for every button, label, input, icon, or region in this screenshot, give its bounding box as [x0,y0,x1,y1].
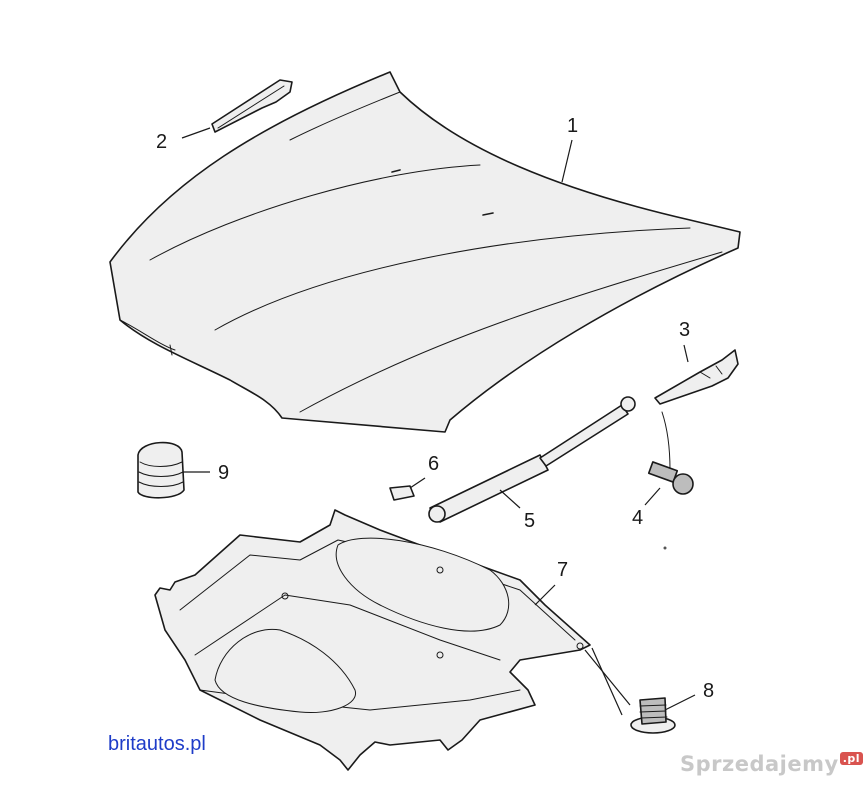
watermark-text: Sprzedajemy [680,752,839,776]
hood-part [109,71,741,433]
callout-2: 2 [156,131,167,153]
bolt-part [647,411,694,495]
callout-1: 1 [567,115,578,137]
callout-6: 6 [428,453,439,475]
callout-8: 8 [703,680,714,702]
callout-5: 5 [524,510,535,532]
watermark-logo: Sprzedajemy.pl [680,752,864,776]
clip-part [389,485,415,501]
callout-3: 3 [679,319,690,341]
callout-9: 9 [218,462,229,484]
hood-hinge-part [654,349,739,405]
hood-strip-part [211,79,293,133]
callout-4: 4 [632,507,643,529]
push-fastener-part [584,647,676,734]
callout-7: 7 [557,559,568,581]
leader-lines [181,127,696,711]
undertray-part [154,509,591,771]
brand-label: britautos.pl [108,733,206,755]
stray-dot [663,546,667,550]
rubber-buffer-part [137,441,185,499]
gas-strut-part [428,396,636,523]
watermark-badge: .pl [839,752,864,765]
